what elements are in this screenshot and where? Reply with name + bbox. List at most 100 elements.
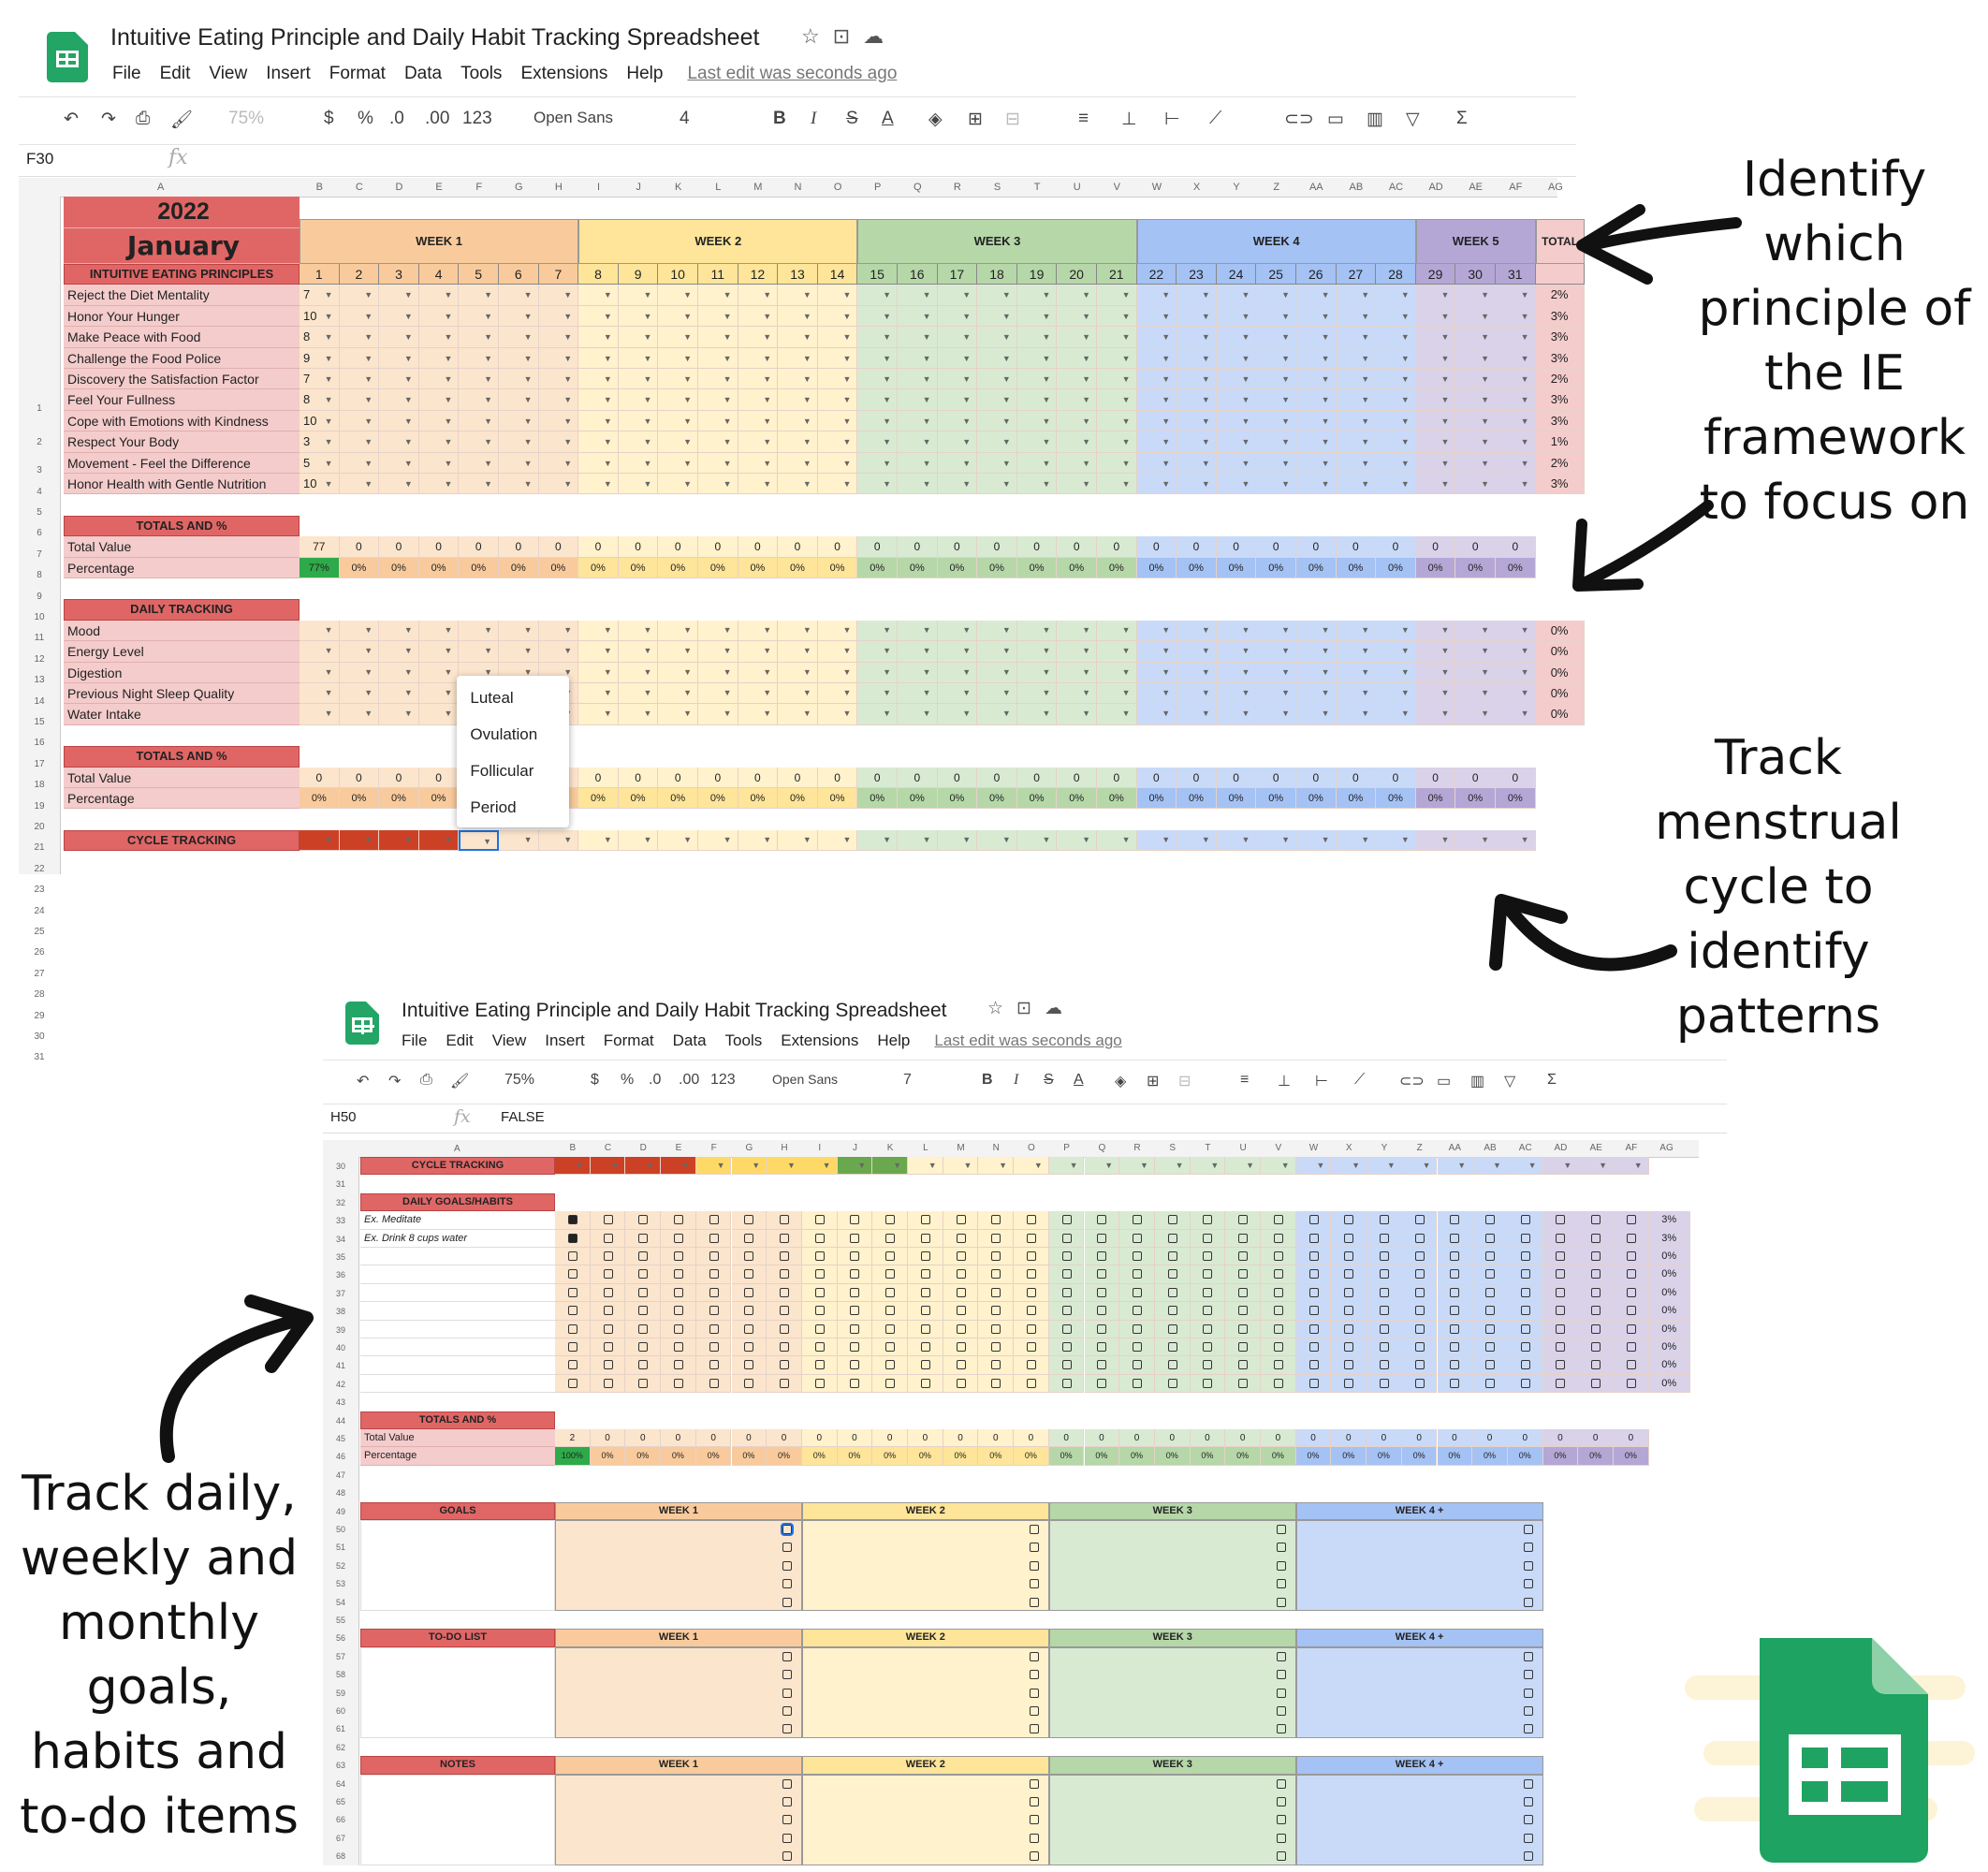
dropdown-arrow-icon[interactable]: ▼ — [643, 646, 652, 656]
rating-dropdown[interactable]: ▼ — [538, 369, 579, 390]
rating-dropdown[interactable]: ▼ — [898, 389, 938, 411]
rating-dropdown[interactable]: ▼ — [1256, 452, 1296, 474]
dropdown-arrow-icon[interactable]: ▼ — [1162, 395, 1171, 405]
rating-dropdown[interactable]: ▼ — [578, 327, 619, 348]
daily-dropdown[interactable]: ▼ — [1415, 620, 1456, 642]
rating-dropdown[interactable]: ▼ — [1455, 347, 1496, 369]
rating-dropdown[interactable]: ▼ — [418, 285, 460, 306]
dropdown-arrow-icon[interactable]: ▼ — [802, 374, 811, 384]
rating-dropdown[interactable]: ▼ — [658, 369, 698, 390]
rating-dropdown[interactable]: ▼ — [1376, 410, 1416, 432]
rating-dropdown[interactable]: ▼ — [379, 452, 419, 474]
dropdown-arrow-icon[interactable]: ▼ — [1001, 353, 1011, 363]
dropdown-arrow-icon[interactable]: ▼ — [364, 688, 373, 697]
rating-dropdown[interactable]: ▼ — [817, 347, 858, 369]
daily-dropdown[interactable]: ▼ — [1256, 620, 1296, 642]
print-icon[interactable]: ⎙ — [136, 109, 151, 128]
dropdown-arrow-icon[interactable]: ▼ — [883, 374, 891, 384]
dropdown-arrow-icon[interactable]: ▼ — [922, 353, 931, 363]
dropdown-arrow-icon[interactable]: ▼ — [324, 311, 333, 321]
rating-dropdown[interactable]: ▼ — [339, 474, 380, 495]
dropdown-arrow-icon[interactable]: ▼ — [883, 311, 891, 321]
dropdown-arrow-icon[interactable]: ▼ — [763, 666, 772, 677]
rating-dropdown[interactable]: 7▼ — [300, 285, 340, 306]
col-B[interactable]: B — [315, 182, 323, 193]
rating-dropdown[interactable]: ▼ — [1296, 327, 1337, 348]
dropdown-arrow-icon[interactable]: ▼ — [1440, 311, 1450, 321]
rating-dropdown[interactable]: ▼ — [618, 389, 659, 411]
dropdown-arrow-icon[interactable]: ▼ — [723, 458, 732, 468]
dropdown-arrow-icon[interactable]: ▼ — [1082, 458, 1090, 468]
dropdown-arrow-icon[interactable]: ▼ — [1082, 290, 1090, 300]
dropdown-arrow-icon[interactable]: ▼ — [1481, 311, 1489, 321]
row-6[interactable]: 6 — [37, 528, 42, 539]
dropdown-arrow-icon[interactable]: ▼ — [603, 332, 612, 343]
dropdown-arrow-icon[interactable]: ▼ — [723, 311, 732, 321]
col-I[interactable]: I — [596, 182, 601, 193]
dropdown-arrow-icon[interactable]: ▼ — [1321, 311, 1330, 321]
rating-dropdown[interactable]: 3▼ — [300, 431, 340, 453]
dropdown-arrow-icon[interactable]: ▼ — [643, 479, 652, 489]
dropdown-arrow-icon[interactable]: ▼ — [723, 332, 732, 343]
dropdown-arrow-icon[interactable]: ▼ — [444, 458, 453, 468]
daily-dropdown[interactable]: ▼ — [1376, 641, 1416, 663]
align-icon[interactable]: ≡ — [1078, 109, 1089, 128]
rating-dropdown[interactable]: 7▼ — [300, 369, 340, 390]
document-title[interactable]: Intuitive Eating Principle and Daily Hab… — [110, 24, 760, 51]
rating-dropdown[interactable]: 10▼ — [300, 410, 340, 432]
rating-dropdown[interactable]: ▼ — [1376, 285, 1416, 306]
daily-dropdown[interactable]: ▼ — [1057, 620, 1097, 642]
rating-dropdown[interactable]: ▼ — [817, 369, 858, 390]
daily-dropdown[interactable]: ▼ — [1376, 662, 1416, 683]
rating-dropdown[interactable]: ▼ — [418, 347, 460, 369]
italic-icon[interactable]: I — [811, 109, 817, 128]
dropdown-arrow-icon[interactable]: ▼ — [1321, 688, 1330, 697]
rating-dropdown[interactable]: ▼ — [499, 389, 539, 411]
rating-dropdown[interactable]: ▼ — [658, 347, 698, 369]
rating-dropdown[interactable]: ▼ — [538, 389, 579, 411]
dropdown-arrow-icon[interactable]: ▼ — [883, 688, 891, 697]
dropdown-arrow-icon[interactable]: ▼ — [922, 416, 931, 426]
dropdown-arrow-icon[interactable]: ▼ — [1001, 688, 1011, 697]
dropdown-arrow-icon[interactable]: ▼ — [683, 688, 692, 697]
row-26[interactable]: 26 — [34, 947, 45, 958]
currency-button[interactable]: $ — [324, 109, 334, 128]
rating-dropdown[interactable]: ▼ — [499, 474, 539, 495]
daily-dropdown[interactable]: ▼ — [738, 620, 779, 642]
dropdown-arrow-icon[interactable]: ▼ — [403, 624, 413, 635]
rating-dropdown[interactable]: ▼ — [1455, 327, 1496, 348]
dropdown-arrow-icon[interactable]: ▼ — [324, 646, 333, 656]
menu-insert[interactable]: Insert — [266, 64, 311, 83]
col-AD[interactable]: AD — [1428, 182, 1443, 193]
row-2[interactable]: 2 — [37, 437, 42, 447]
dropdown-arrow-icon[interactable]: ▼ — [324, 709, 333, 719]
rating-dropdown[interactable]: ▼ — [1296, 305, 1337, 328]
dropdown-arrow-icon[interactable]: ▼ — [1201, 395, 1210, 405]
menu-tools[interactable]: Tools — [460, 64, 503, 83]
dropdown-arrow-icon[interactable]: ▼ — [723, 666, 732, 677]
dropdown-arrow-icon[interactable]: ▼ — [1361, 458, 1370, 468]
dropdown-arrow-icon[interactable]: ▼ — [683, 479, 692, 489]
rating-dropdown[interactable]: ▼ — [1455, 410, 1496, 432]
daily-dropdown[interactable]: ▼ — [738, 641, 779, 663]
rating-dropdown[interactable]: ▼ — [1256, 305, 1296, 328]
dropdown-arrow-icon[interactable]: ▼ — [403, 332, 413, 343]
rating-dropdown[interactable]: ▼ — [937, 285, 978, 306]
daily-dropdown[interactable]: ▼ — [300, 683, 340, 705]
daily-dropdown[interactable]: ▼ — [738, 683, 779, 705]
dropdown-arrow-icon[interactable]: ▼ — [1400, 624, 1410, 635]
rating-dropdown[interactable]: ▼ — [1376, 305, 1416, 328]
dropdown-arrow-icon[interactable]: ▼ — [643, 395, 652, 405]
rating-dropdown[interactable]: ▼ — [1296, 452, 1337, 474]
rating-dropdown[interactable]: ▼ — [1016, 452, 1058, 474]
dropdown-arrow-icon[interactable]: ▼ — [1241, 332, 1250, 343]
rating-dropdown[interactable]: ▼ — [1097, 389, 1137, 411]
dropdown-arrow-icon[interactable]: ▼ — [484, 374, 492, 384]
rating-dropdown[interactable]: ▼ — [1057, 389, 1097, 411]
dropdown-arrow-icon[interactable]: ▼ — [1440, 666, 1450, 677]
rating-dropdown[interactable]: ▼ — [339, 369, 380, 390]
dropdown-arrow-icon[interactable]: ▼ — [883, 416, 891, 426]
dropdown-arrow-icon[interactable]: ▼ — [444, 437, 453, 447]
menu-extensions[interactable]: Extensions — [520, 64, 608, 83]
row-13[interactable]: 13 — [34, 675, 45, 686]
